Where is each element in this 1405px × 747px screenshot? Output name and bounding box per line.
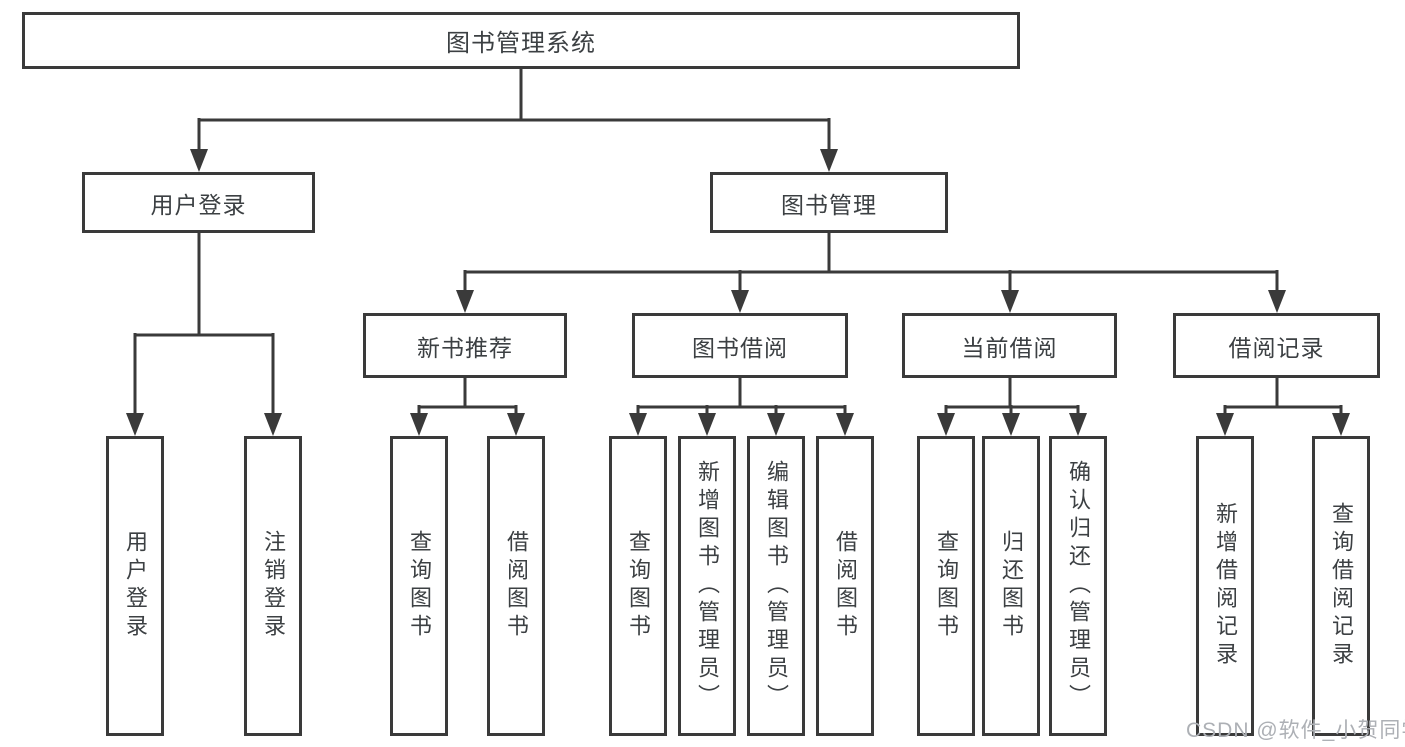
arrowhead bbox=[1001, 290, 1019, 313]
node-label: 借阅记录 bbox=[1228, 334, 1325, 361]
arrowhead bbox=[836, 413, 854, 436]
node-library-management-system: 图书管理系统 bbox=[22, 12, 1020, 69]
arrowhead bbox=[264, 413, 282, 436]
arrowhead bbox=[1069, 413, 1087, 436]
node-book-management: 图书管理 bbox=[710, 172, 948, 233]
node-label: 编辑图书（管理员） bbox=[764, 460, 789, 712]
node-return-books: 归还图书 bbox=[982, 436, 1040, 736]
arrowhead bbox=[937, 413, 955, 436]
connector-book-borrowing-children bbox=[629, 377, 854, 436]
node-confirm-return-admin: 确认归还（管理员） bbox=[1049, 436, 1107, 736]
node-query-books-recommend: 查询图书 bbox=[390, 436, 448, 736]
node-label: 图书管理系统 bbox=[446, 30, 596, 57]
node-label: 查询图书 bbox=[626, 530, 651, 642]
connector-user-login-children bbox=[126, 232, 282, 436]
arrowhead bbox=[507, 413, 525, 436]
connector-borrowing-records-children bbox=[1216, 377, 1350, 436]
node-label: 确认归还（管理员） bbox=[1066, 460, 1091, 712]
node-label: 图书管理 bbox=[781, 191, 877, 218]
node-label: 注销登录 bbox=[261, 530, 286, 642]
node-query-books-borrowing: 查询图书 bbox=[609, 436, 667, 736]
arrowhead bbox=[410, 413, 428, 436]
node-edit-books-admin: 编辑图书（管理员） bbox=[747, 436, 805, 736]
connector-root-to-level1 bbox=[190, 68, 838, 172]
node-label: 归还图书 bbox=[999, 530, 1024, 642]
node-borrowing-records: 借阅记录 bbox=[1173, 313, 1380, 378]
node-label: 查询图书 bbox=[407, 530, 432, 642]
node-label: 新增借阅记录 bbox=[1213, 502, 1238, 670]
node-query-books-current: 查询图书 bbox=[917, 436, 975, 736]
node-book-borrowing: 图书借阅 bbox=[632, 313, 848, 378]
node-user-login-leaf: 用户登录 bbox=[106, 436, 164, 736]
connector-current-borrowing-children bbox=[937, 377, 1087, 436]
arrowhead bbox=[767, 413, 785, 436]
arrowhead bbox=[698, 413, 716, 436]
arrowhead bbox=[126, 413, 144, 436]
node-label: 新书推荐 bbox=[417, 334, 513, 361]
node-query-borrow-record: 查询借阅记录 bbox=[1312, 436, 1370, 736]
node-borrow-books-recommend: 借阅图书 bbox=[487, 436, 545, 736]
node-label: 查询借阅记录 bbox=[1329, 502, 1354, 670]
node-label: 图书借阅 bbox=[692, 334, 788, 361]
arrowhead bbox=[1002, 413, 1020, 436]
arrowhead bbox=[731, 290, 749, 313]
csdn-watermark: CSDN @软件_小贺同学 bbox=[1186, 719, 1405, 742]
node-user-login: 用户登录 bbox=[82, 172, 315, 233]
arrowhead bbox=[1216, 413, 1234, 436]
arrowhead bbox=[629, 413, 647, 436]
arrowhead bbox=[190, 149, 208, 172]
node-label: 用户登录 bbox=[150, 191, 247, 218]
node-label: 借阅图书 bbox=[504, 530, 529, 642]
arrowhead bbox=[1268, 290, 1286, 313]
node-add-borrow-record: 新增借阅记录 bbox=[1196, 436, 1254, 736]
node-label: 当前借阅 bbox=[961, 334, 1058, 361]
node-label: 新增图书（管理员） bbox=[695, 460, 720, 712]
node-label: 用户登录 bbox=[123, 530, 148, 642]
arrowhead bbox=[1332, 413, 1350, 436]
node-borrow-books-leaf: 借阅图书 bbox=[816, 436, 874, 736]
arrowhead bbox=[820, 149, 838, 172]
node-logout-leaf: 注销登录 bbox=[244, 436, 302, 736]
node-label: 查询图书 bbox=[934, 530, 959, 642]
node-add-books-admin: 新增图书（管理员） bbox=[678, 436, 736, 736]
node-new-book-recommend: 新书推荐 bbox=[363, 313, 567, 378]
node-label: 借阅图书 bbox=[833, 530, 858, 642]
connector-new-book-recommend-children bbox=[410, 377, 525, 436]
node-current-borrowing: 当前借阅 bbox=[902, 313, 1117, 378]
connector-book-management-children bbox=[456, 232, 1286, 313]
arrowhead bbox=[456, 290, 474, 313]
